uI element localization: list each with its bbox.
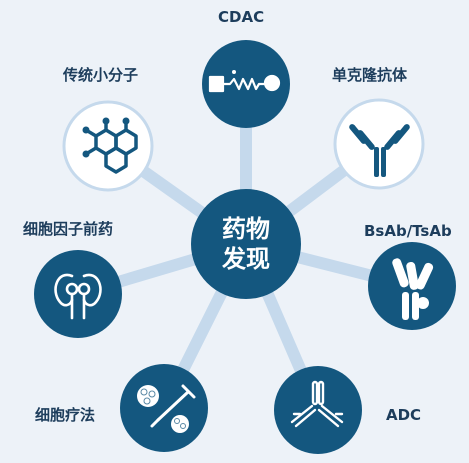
label-bispecific: BsAb/TsAb <box>364 222 452 240</box>
cells-syringe-icon <box>137 384 196 433</box>
center-title-line1: 药物 <box>222 215 270 243</box>
node-monoclonal-antibody <box>333 98 425 190</box>
node-cell-therapy <box>120 364 208 452</box>
node-cytokine-prodrug <box>34 250 122 338</box>
label-cdac: CDAC <box>218 8 265 26</box>
linker-conjugate-icon <box>208 70 281 93</box>
node-cdac <box>202 40 290 128</box>
label-small-molecule: 传统小分子 <box>63 66 139 84</box>
node-bispecific <box>368 242 456 330</box>
center-title-line2: 发现 <box>222 245 270 273</box>
antibody-drug-conjugate-icon <box>290 380 344 428</box>
label-monoclonal-antibody: 单克隆抗体 <box>332 66 408 84</box>
node-adc <box>274 366 362 454</box>
bispecific-antibody-icon <box>392 258 434 320</box>
label-cytokine-prodrug: 细胞因子前药 <box>23 220 114 238</box>
label-cell-therapy: 细胞疗法 <box>35 406 96 424</box>
label-adc: ADC <box>386 406 422 424</box>
center-circle <box>191 189 301 299</box>
cytokine-prodrug-icon <box>54 273 102 320</box>
antibody-icon <box>349 124 410 177</box>
node-small-molecule <box>62 100 154 192</box>
